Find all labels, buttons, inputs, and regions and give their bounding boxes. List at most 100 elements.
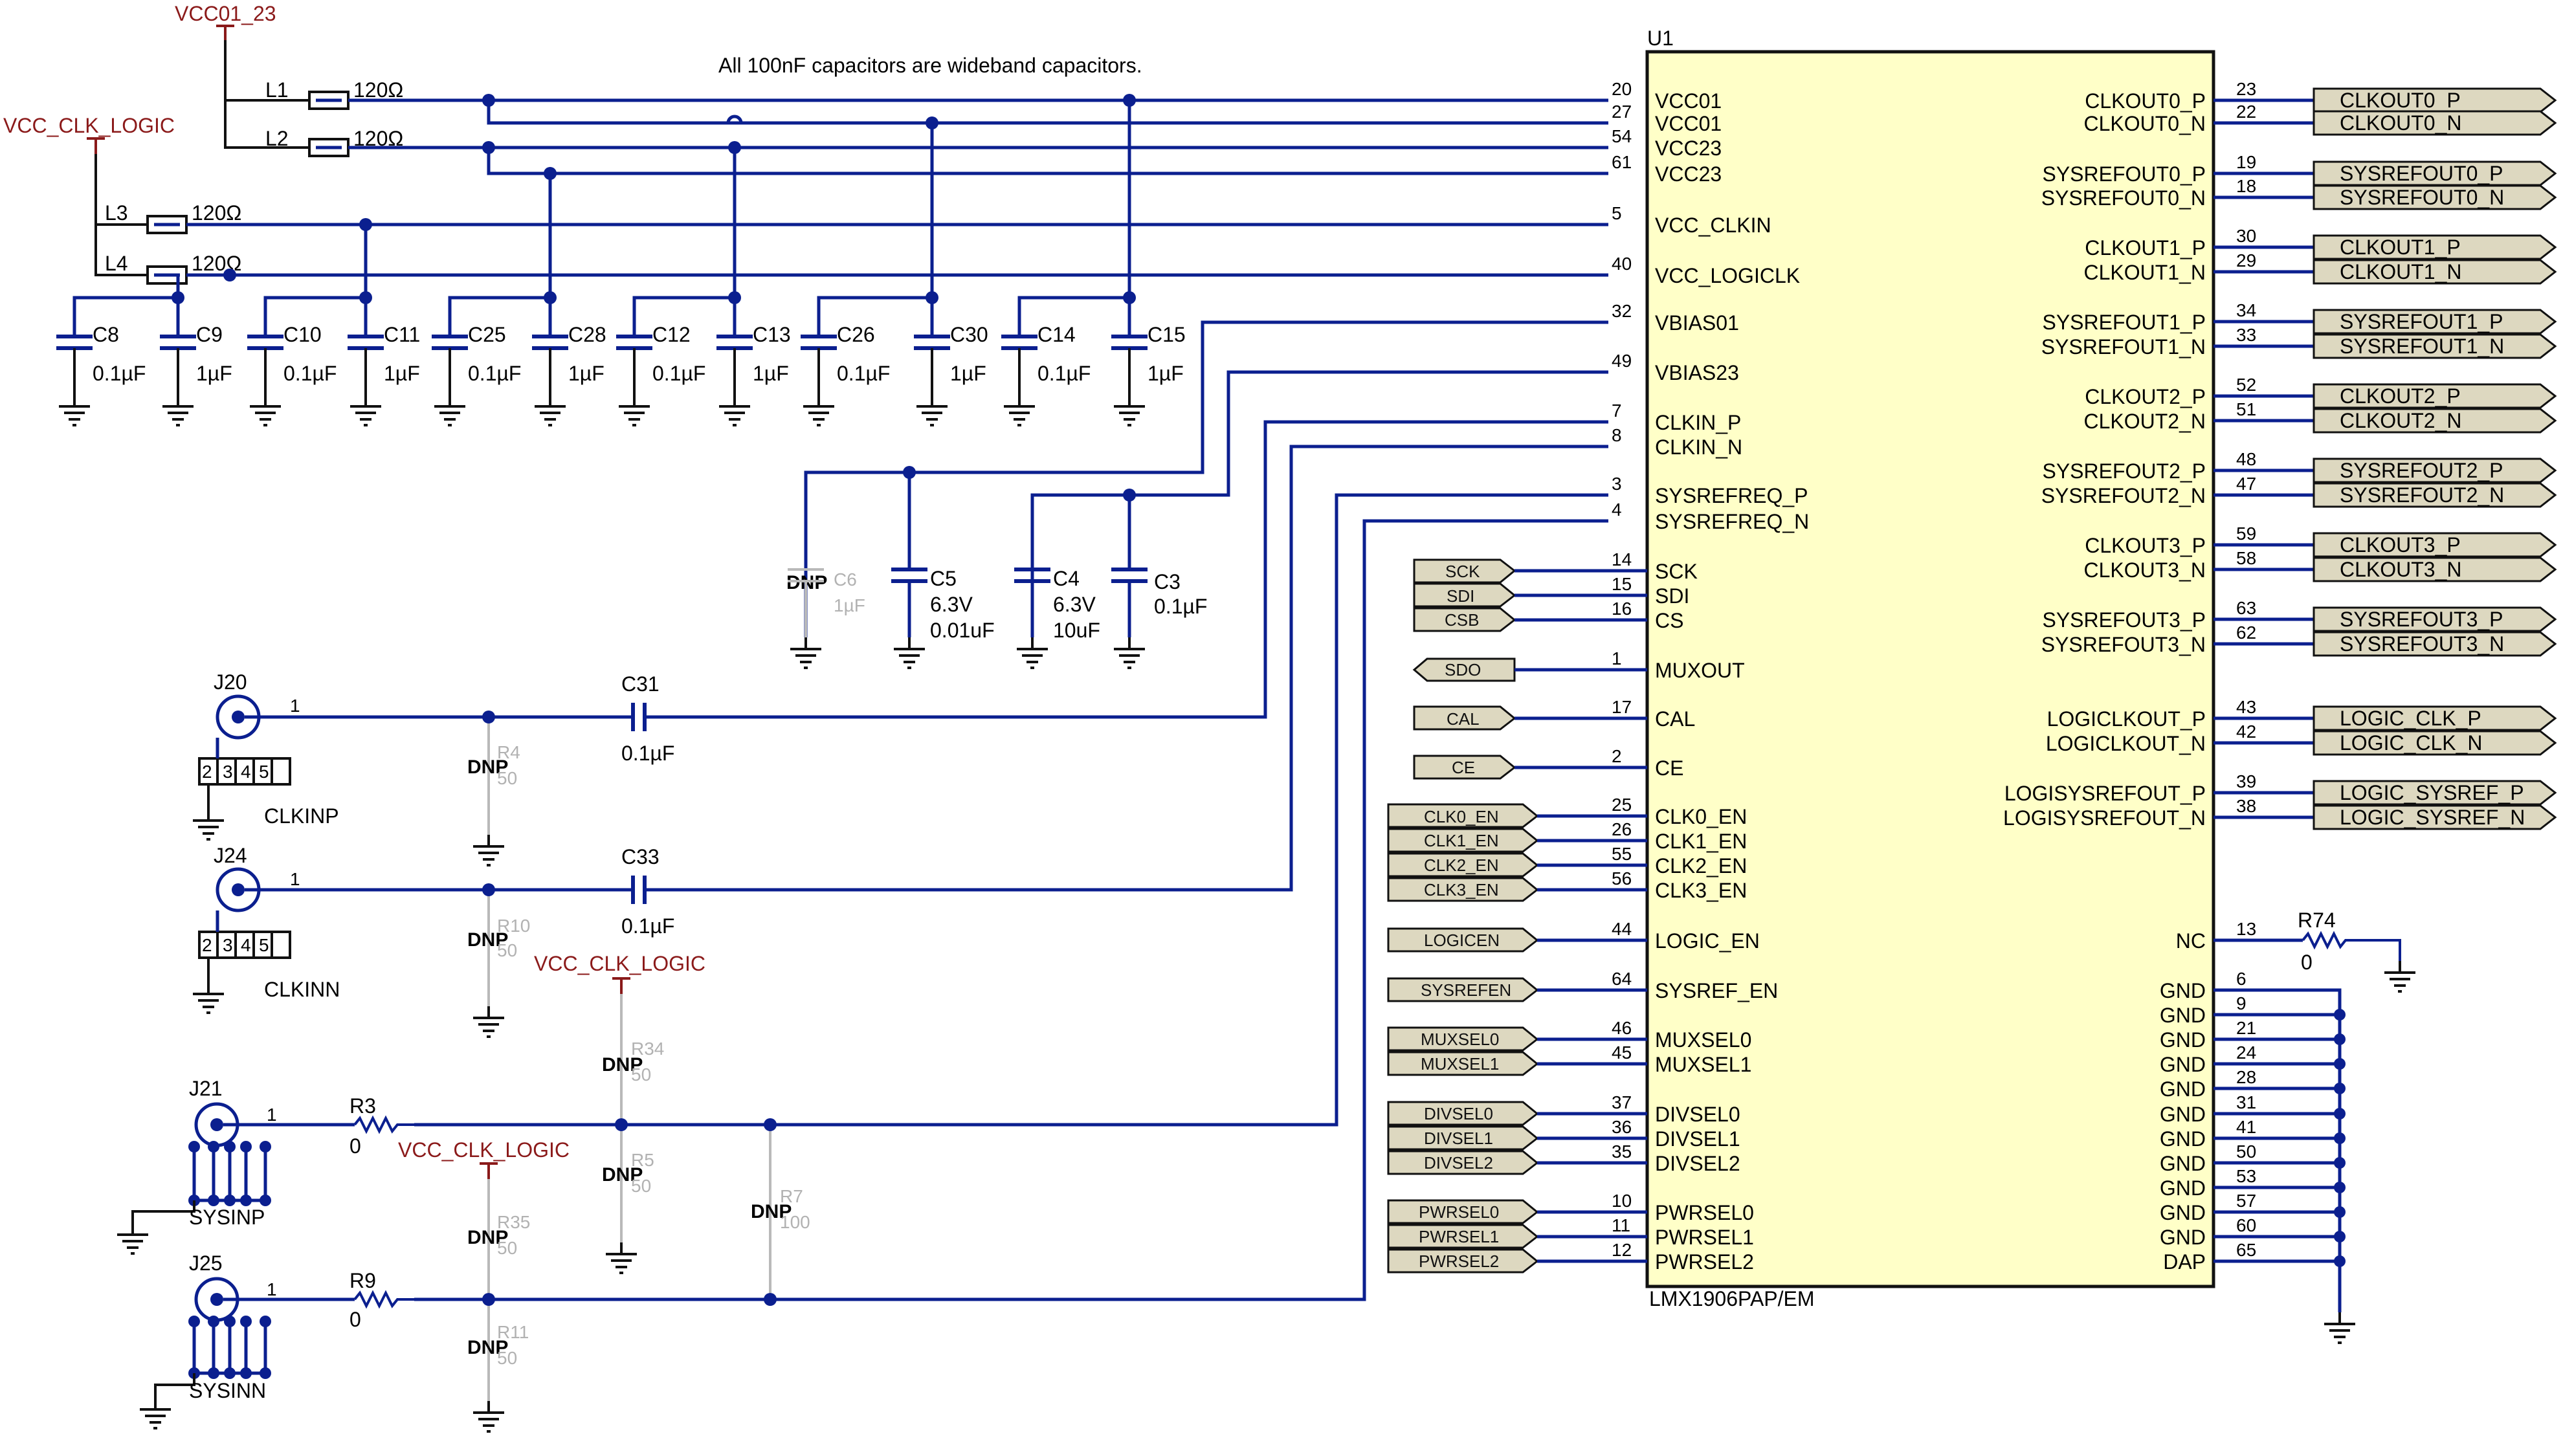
cap-value-c28: 1µF <box>568 362 605 385</box>
pin-name-clkout0-p: CLKOUT0_P <box>2085 89 2206 113</box>
pin-num-left-45: 45 <box>1612 1042 1632 1063</box>
port-clkout2-p <box>2313 383 2557 409</box>
port-clkout2-n <box>2313 408 2557 434</box>
port-sysrefout1-n <box>2313 333 2557 359</box>
port-label-clkout3-n: CLKOUT3_N <box>2340 558 2462 581</box>
u1-part: LMX1906PAP/EM <box>1649 1287 1815 1310</box>
j24-ref: J24 <box>214 844 247 867</box>
port-clk2-en <box>1387 852 1539 877</box>
port-logic-clk-p <box>2313 705 2557 731</box>
r35-value: 50 <box>497 1238 517 1258</box>
cap-value-c13: 1µF <box>753 362 789 385</box>
cap-value-c26: 0.1µF <box>837 362 890 385</box>
pin-num-left-32: 32 <box>1612 301 1632 321</box>
pin-num-left-64: 64 <box>1612 969 1632 989</box>
pin-num-right-58: 58 <box>2236 548 2256 568</box>
net-vcc-clk-logic-r34: VCC_CLK_LOGIC <box>534 952 705 975</box>
pin-name-vcc01: VCC01 <box>1655 89 1722 113</box>
cap-value-c11: 1µF <box>384 362 420 385</box>
pin-num-left-4: 4 <box>1612 500 1622 520</box>
ic-u1: U1 LMX1906PAP/EM <box>1645 27 2215 1310</box>
cap-ref-c13: C13 <box>753 323 791 346</box>
r10-value: 50 <box>497 940 517 960</box>
bias-network: DNP C6 1µF C5 6.3V 0.01uF C4 6.3V 10uF C… <box>786 320 1608 642</box>
pin-name-clkin-n: CLKIN_N <box>1655 436 1742 459</box>
port-clkout3-n <box>2313 557 2557 582</box>
j24-pin1: 1 <box>290 869 300 889</box>
port-pwrsel0-label: PWRSEL0 <box>1419 1202 1499 1222</box>
gnd-bus <box>2214 988 2357 1344</box>
r34-value: 50 <box>631 1064 651 1085</box>
pin-name-pwrsel2: PWRSEL2 <box>1655 1250 1754 1274</box>
pin-num-right-60: 60 <box>2236 1215 2256 1235</box>
pin-name-clk3-en: CLK3_EN <box>1655 879 1747 902</box>
pin-name-muxsel0: MUXSEL0 <box>1655 1028 1751 1052</box>
j20-pin2: 2 <box>202 762 212 782</box>
decoupling-capacitors: C80.1µFC91µFC100.1µFC111µFC250.1µFC281µF… <box>56 100 1186 426</box>
port-clkout3-p <box>2313 532 2557 558</box>
r11-dnp: DNP <box>467 1337 508 1358</box>
port-clk1-en <box>1387 828 1539 853</box>
pin-num-right-59: 59 <box>2236 524 2256 544</box>
pin-name-cal: CAL <box>1655 707 1695 731</box>
j21-pin1: 1 <box>267 1105 277 1125</box>
pin-num-right-42: 42 <box>2236 722 2256 742</box>
port-pwrsel2-label: PWRSEL2 <box>1419 1252 1499 1271</box>
pin-name-gnd: GND <box>2160 1226 2206 1249</box>
c5-ref: C5 <box>930 567 957 590</box>
pin-num-right-21: 21 <box>2236 1018 2256 1038</box>
port-label-logic-clk-p: LOGIC_CLK_P <box>2340 707 2481 730</box>
port-clk2-en-label: CLK2_EN <box>1424 855 1499 875</box>
pin-name-gnd: GND <box>2160 1127 2206 1151</box>
port-sysrefout2-n <box>2313 482 2557 508</box>
c3-ref: C3 <box>1154 570 1181 593</box>
r5-ref: R5 <box>631 1150 654 1170</box>
port-pwrsel1 <box>1387 1224 1539 1249</box>
pin-name-sysrefout2-p: SYSREFOUT2_P <box>2042 459 2206 483</box>
port-clkout0-p <box>2313 87 2557 113</box>
port-sysrefout3-p <box>2313 606 2557 632</box>
r7-ref: R7 <box>780 1186 803 1206</box>
pin-num-left-26: 26 <box>1612 819 1632 839</box>
r74-ref: R74 <box>2298 909 2336 932</box>
pin-name-divsel2: DIVSEL2 <box>1655 1152 1740 1175</box>
j25-pin1: 1 <box>267 1279 277 1299</box>
cap-value-c12: 0.1µF <box>652 362 705 385</box>
port-divsel0 <box>1387 1101 1539 1126</box>
port-label-sysrefout1-p: SYSREFOUT1_P <box>2340 310 2503 333</box>
port-sck-label: SCK <box>1445 562 1480 581</box>
pin-name-divsel0: DIVSEL0 <box>1655 1103 1740 1126</box>
r4-ref: R4 <box>497 742 520 762</box>
cap-ref-c9: C9 <box>196 323 223 346</box>
pin-num-right-30: 30 <box>2236 226 2256 246</box>
port-clk1-en-label: CLK1_EN <box>1424 831 1499 850</box>
bias-capacitors <box>788 568 1148 669</box>
port-csb <box>1413 607 1516 632</box>
pin-name-sysrefout1-n: SYSREFOUT1_N <box>2041 335 2206 358</box>
pin-name-vbias23: VBIAS23 <box>1655 361 1739 384</box>
pin-name-ce: CE <box>1655 756 1683 780</box>
pin-num-left-7: 7 <box>1612 401 1622 421</box>
port-sysrefout3-n <box>2313 631 2557 657</box>
j20-pin4: 4 <box>241 762 251 782</box>
pin-name-sdi: SDI <box>1655 584 1689 608</box>
j24-pin3: 3 <box>223 935 233 955</box>
pin-name-clk2-en: CLK2_EN <box>1655 854 1747 877</box>
r11-value: 50 <box>497 1348 517 1368</box>
r11-ref: R11 <box>497 1322 529 1342</box>
pin-name-logiclkout-n: LOGICLKOUT_N <box>2046 732 2206 755</box>
pin-name-clkout1-n: CLKOUT1_N <box>2084 261 2206 284</box>
pin-num-left-49: 49 <box>1612 351 1632 371</box>
pin-num-left-46: 46 <box>1612 1018 1632 1038</box>
port-label-logic-clk-n: LOGIC_CLK_N <box>2340 731 2483 755</box>
pin-name-gnd: GND <box>2160 979 2206 1002</box>
port-muxsel0 <box>1387 1026 1539 1052</box>
pin-num-right-52: 52 <box>2236 375 2256 395</box>
port-muxsel1 <box>1387 1051 1539 1076</box>
